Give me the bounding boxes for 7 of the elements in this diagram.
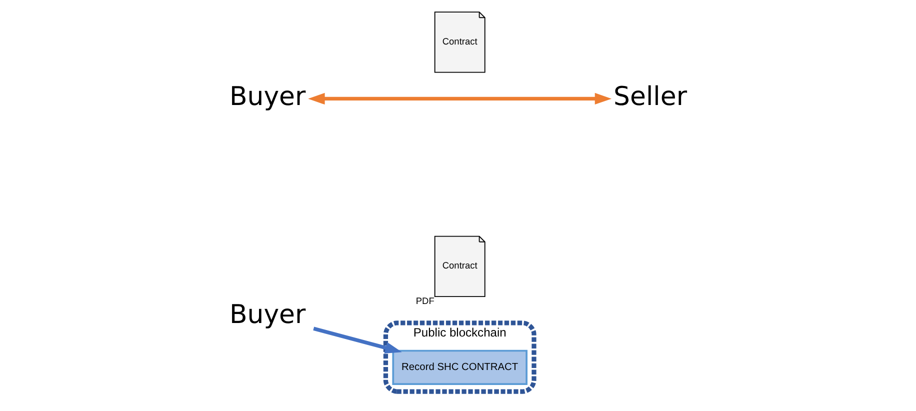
arrow bbox=[313, 326, 402, 354]
node-text: Seller bbox=[614, 82, 688, 112]
node-label: PDF bbox=[416, 296, 434, 306]
node-text: Buyer bbox=[229, 82, 306, 112]
node-box: Record SHC CONTRACT bbox=[392, 350, 528, 386]
node-text: Buyer bbox=[229, 300, 306, 330]
arrow bbox=[308, 92, 612, 105]
